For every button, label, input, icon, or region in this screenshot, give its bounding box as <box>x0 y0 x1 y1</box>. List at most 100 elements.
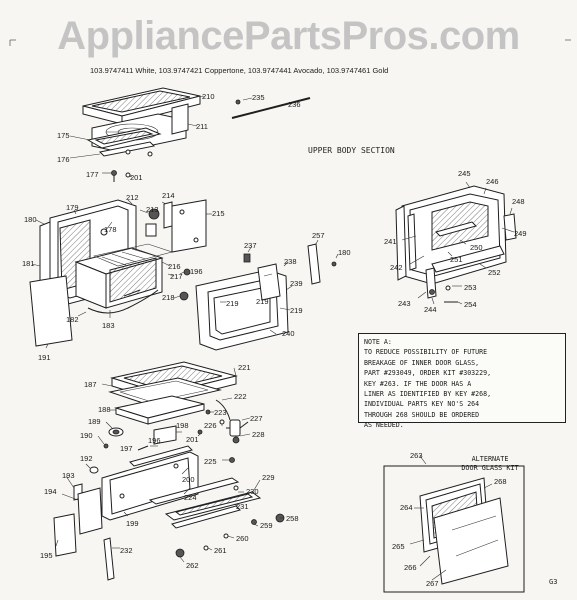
callout-257: 257 <box>312 231 325 240</box>
callout-201: 201 <box>130 173 143 182</box>
part-bracket-176 <box>98 141 156 157</box>
part-strip-257 <box>307 243 321 285</box>
part-oven-liner-216 <box>74 247 164 309</box>
model-numbers: 103.9747411 White, 103.9747421 Copperton… <box>90 66 389 75</box>
watermark: AppliancePartsPros.com <box>57 14 520 58</box>
callout-180b: 180 <box>338 248 351 257</box>
part-screw-226 <box>219 419 225 425</box>
part-clip-197 <box>137 445 149 451</box>
callout-217: 217 <box>170 272 183 281</box>
callout-230: 230 <box>246 487 259 496</box>
callout-200: 200 <box>182 475 195 484</box>
callout-253: 253 <box>464 283 477 292</box>
part-bracket-224 <box>148 477 240 505</box>
callout-180: 180 <box>24 215 37 224</box>
callout-192: 192 <box>80 454 93 463</box>
part-tube-222 <box>215 399 231 421</box>
part-strip-232 <box>103 537 115 581</box>
part-bracket-198 <box>153 425 177 445</box>
callout-226: 226 <box>204 421 217 430</box>
callout-267: 267 <box>426 579 439 588</box>
callout-246: 246 <box>486 177 499 186</box>
part-bracket-244 <box>425 267 437 299</box>
callout-213: 213 <box>146 205 159 214</box>
callout-260: 260 <box>236 534 249 543</box>
callout-199: 199 <box>126 519 139 528</box>
callout-254: 254 <box>464 300 477 309</box>
callout-261: 261 <box>214 546 227 555</box>
callout-218: 218 <box>162 293 175 302</box>
callout-190: 190 <box>80 431 93 440</box>
part-screw-201b <box>197 429 203 435</box>
part-panel-215 <box>171 199 207 253</box>
part-screw-190 <box>103 443 109 449</box>
part-inner-door-219 <box>195 263 289 351</box>
part-element-183 <box>87 289 159 314</box>
part-orifice-228 <box>232 436 240 444</box>
callout-177: 177 <box>86 170 99 179</box>
note-a-body: TO REDUCE POSSIBILITY OF FUTURE BREAKAGE… <box>364 348 492 430</box>
callout-195: 195 <box>40 551 53 560</box>
callout-188: 188 <box>98 405 111 414</box>
part-knob-213 <box>145 208 160 237</box>
part-cover-191 <box>29 275 73 347</box>
callout-223: 223 <box>214 408 227 417</box>
callout-240: 240 <box>282 329 295 338</box>
part-nut-262 <box>175 548 185 558</box>
callout-263: 263 <box>410 451 423 460</box>
callout-250: 250 <box>470 243 483 252</box>
callout-196: 196 <box>190 267 203 276</box>
callout-232: 232 <box>120 546 133 555</box>
callout-187: 187 <box>84 380 97 389</box>
page-code: G3 <box>549 578 558 586</box>
part-trim-252 <box>431 245 505 273</box>
callout-193: 193 <box>62 471 75 480</box>
callout-258: 258 <box>286 514 299 523</box>
part-screw-261 <box>203 545 209 551</box>
callout-235: 235 <box>252 93 265 102</box>
callout-242: 242 <box>390 263 403 272</box>
callout-245: 245 <box>458 169 471 178</box>
part-clip-178 <box>100 228 108 236</box>
part-handle-250 <box>435 221 477 237</box>
callout-214: 214 <box>162 191 175 200</box>
alternate-kit-title: ALTERNATE DOOR GLASS KIT <box>461 455 519 472</box>
callout-251: 251 <box>450 255 463 264</box>
callout-189: 189 <box>88 417 101 426</box>
part-hinge-237 <box>243 253 251 263</box>
callout-266: 266 <box>404 563 417 572</box>
callout-228: 228 <box>252 430 265 439</box>
callout-264: 264 <box>400 503 413 512</box>
callout-181: 181 <box>22 259 35 268</box>
callout-216: 216 <box>168 262 181 271</box>
part-screws-230 <box>233 485 239 491</box>
callout-229: 229 <box>262 473 275 482</box>
part-screws-253-254 <box>444 285 463 305</box>
callout-178: 178 <box>104 225 117 234</box>
callout-224: 224 <box>184 493 197 502</box>
callout-239: 239 <box>290 279 303 288</box>
alternate-kit-box <box>383 455 525 593</box>
callout-219c: 219 <box>290 306 303 315</box>
callout-219a: 219 <box>226 299 239 308</box>
part-tray-188 <box>114 395 205 425</box>
callout-191: 191 <box>38 353 51 362</box>
part-knob-189 <box>108 427 124 437</box>
part-screw-259 <box>251 519 257 525</box>
callout-196b: 196 <box>148 436 161 445</box>
callout-183: 183 <box>102 321 115 330</box>
callout-179: 179 <box>66 203 79 212</box>
callout-231: 231 <box>236 502 249 511</box>
callout-219b: 219 <box>256 297 269 306</box>
section-title: UPPER BODY SECTION <box>308 146 395 155</box>
callout-210: 210 <box>202 92 215 101</box>
callout-176: 176 <box>57 155 70 164</box>
note-a-title: NOTE A: <box>364 338 392 346</box>
callout-259: 259 <box>260 521 273 530</box>
part-filter-175 <box>86 127 162 149</box>
part-screw-180b <box>331 261 337 267</box>
callout-249: 249 <box>514 229 527 238</box>
part-panel-194 <box>77 487 103 535</box>
